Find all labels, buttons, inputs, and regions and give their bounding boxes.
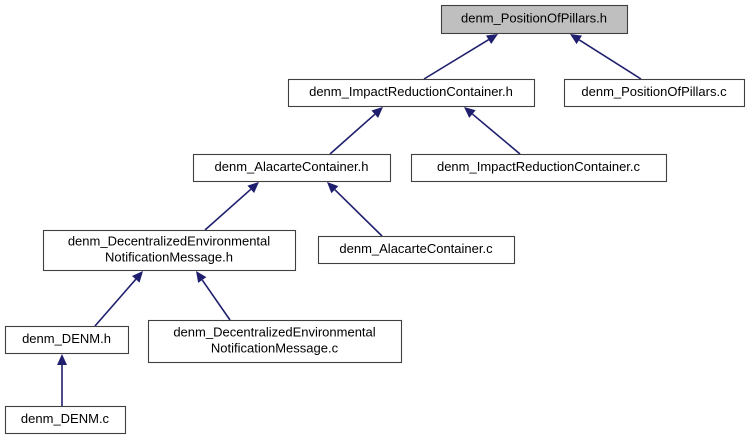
node-label: denm_ImpactReductionContainer.h <box>309 84 513 99</box>
graph-edge <box>464 107 521 155</box>
node-label: denm_AlacarteContainer.h <box>215 159 369 174</box>
edge-arrowhead-icon <box>486 34 498 44</box>
graph-edge <box>196 271 231 321</box>
node-label: denm_DecentralizedEnvironmental <box>173 324 375 339</box>
graph-node-impact-reduction-container-c[interactable]: denm_ImpactReductionContainer.c <box>410 153 668 183</box>
node-label: NotificationMessage.c <box>211 340 339 355</box>
node-label: denm_DENM.c <box>21 411 110 426</box>
node-label: denm_PositionOfPillars.c <box>581 84 727 99</box>
edge-line <box>201 279 231 321</box>
edge-arrowhead-icon <box>132 271 143 283</box>
edge-line <box>334 189 383 237</box>
graph-node-position-of-pillars-c[interactable]: denm_PositionOfPillars.c <box>563 78 746 108</box>
node-box[interactable] <box>42 229 297 272</box>
graph-edge <box>327 182 383 237</box>
node-box[interactable] <box>563 78 746 108</box>
node-label: denm_DecentralizedEnvironmental <box>68 233 270 248</box>
graph-edge <box>423 34 498 80</box>
node-layer: denm_PositionOfPillars.h denm_ImpactReduc… <box>4 4 746 435</box>
graph-edge <box>204 182 259 231</box>
graph-node-alacarte-container-c[interactable]: denm_AlacarteContainer.c <box>317 235 516 265</box>
node-box[interactable] <box>147 319 403 364</box>
node-label: denm_PositionOfPillars.h <box>461 10 607 25</box>
node-box[interactable] <box>287 78 536 108</box>
graph-node-denm-h[interactable]: denm_DENM.h <box>4 325 130 355</box>
edge-arrowhead-icon <box>371 107 383 119</box>
node-box[interactable] <box>317 235 516 265</box>
graph-node-alacarte-container-h[interactable]: denm_AlacarteContainer.h <box>192 153 392 183</box>
edge-line <box>471 113 521 155</box>
edge-line <box>94 278 137 327</box>
node-box[interactable] <box>440 4 629 35</box>
edge-line <box>329 113 376 155</box>
graph-edge <box>329 107 383 155</box>
node-box[interactable] <box>192 153 392 183</box>
graph-node-denm-c[interactable]: denm_DENM.c <box>4 405 127 435</box>
node-label: denm_DENM.h <box>22 331 111 346</box>
edge-line <box>423 39 490 80</box>
node-box[interactable] <box>410 153 668 183</box>
edge-line <box>204 188 252 231</box>
node-label: denm_AlacarteContainer.c <box>339 241 493 256</box>
node-box[interactable] <box>4 405 127 435</box>
edge-arrowhead-icon <box>247 182 259 194</box>
edge-arrowhead-icon <box>570 34 582 45</box>
graph-edge <box>57 354 67 406</box>
node-label: NotificationMessage.h <box>105 249 233 264</box>
graph-edge <box>94 271 143 327</box>
graph-node-impact-reduction-container-h[interactable]: denm_ImpactReductionContainer.h <box>287 78 536 108</box>
graph-node-denm-message-h[interactable]: denm_DecentralizedEnvironmentalNotificat… <box>42 229 297 272</box>
edge-arrowhead-icon <box>196 271 207 283</box>
edge-layer <box>57 34 642 406</box>
edge-line <box>578 39 642 80</box>
graph-node-position-of-pillars-h[interactable]: denm_PositionOfPillars.h <box>440 4 629 35</box>
graph-node-denm-message-c[interactable]: denm_DecentralizedEnvironmentalNotificat… <box>147 319 403 364</box>
edge-arrowhead-icon <box>327 182 339 194</box>
edge-arrowhead-icon <box>57 354 67 365</box>
node-box[interactable] <box>4 325 130 355</box>
node-label: denm_ImpactReductionContainer.c <box>437 159 641 174</box>
graph-edge <box>570 34 642 80</box>
edge-arrowhead-icon <box>464 107 476 118</box>
